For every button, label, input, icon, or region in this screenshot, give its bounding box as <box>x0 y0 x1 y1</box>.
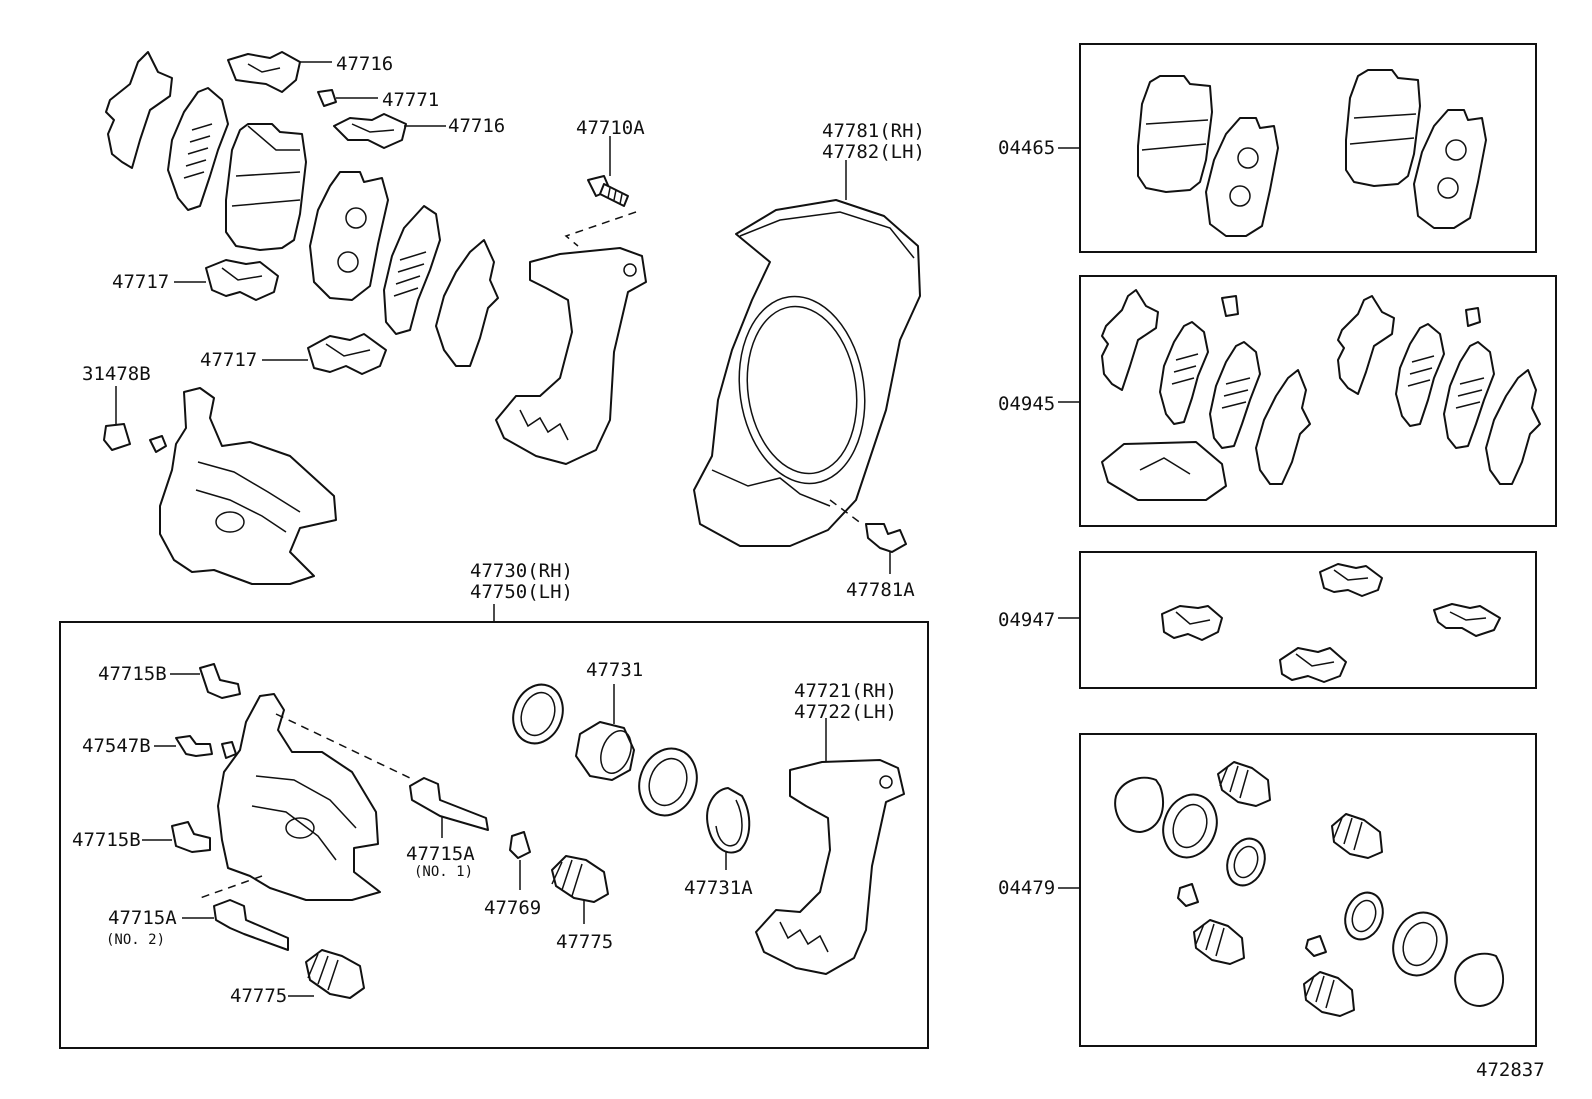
bleeder-plug-47715b-bottom <box>171 821 211 853</box>
bush-47769 <box>509 831 531 859</box>
shim-pad-inner <box>383 205 441 335</box>
label-47547b: 47547B <box>82 735 151 757</box>
label-47781-rh: 47781(RH) <box>822 120 925 142</box>
anti-squeal-shim-inner <box>435 239 499 367</box>
label-47710a: 47710A <box>576 117 645 139</box>
label-31478b: 31478B <box>82 363 151 385</box>
disc-brake-dust-cover <box>693 199 921 547</box>
label-47715b-top: 47715B <box>98 663 167 685</box>
label-47782-lh: 47782(LH) <box>822 141 925 163</box>
slide-pin-no1 <box>409 777 489 831</box>
label-04465: 04465 <box>998 137 1055 159</box>
label-47775-mid: 47775 <box>556 931 613 953</box>
label-47715a-no2: 47715A <box>108 907 177 929</box>
mounting-bolt-47710a <box>587 175 629 207</box>
pad-wear-indicator <box>317 89 337 107</box>
kit-box-04947 <box>1079 551 1537 689</box>
slide-bushing-boot-left <box>305 949 365 999</box>
cylinder-boot <box>638 747 698 817</box>
set-ring-47731a <box>706 787 751 854</box>
caliper-cylinder-assembly-upper <box>149 387 337 585</box>
label-47721-rh: 47721(RH) <box>794 680 897 702</box>
label-47730-rh: 47730(RH) <box>470 560 573 582</box>
kit-box-04479 <box>1079 733 1537 1047</box>
bleeder-plug-47715b-top <box>199 663 241 699</box>
pad-support-plate-lower-a <box>205 259 279 301</box>
anti-squeal-shim-outer <box>105 51 173 169</box>
cylinder-piston <box>575 721 635 781</box>
label-04479: 04479 <box>998 877 1055 899</box>
label-04945: 04945 <box>998 393 1055 415</box>
caliper-cylinder-assembly <box>199 693 411 901</box>
label-47722-lh: 47722(LH) <box>794 701 897 723</box>
label-47771: 47771 <box>382 89 439 111</box>
label-47781a: 47781A <box>846 579 915 601</box>
kit-04465-pads <box>1137 69 1487 237</box>
dust-cover-bolt-47781a <box>829 499 907 553</box>
caliper-torque-plate-upper <box>495 211 647 465</box>
label-04947: 04947 <box>998 609 1055 631</box>
label-47775-left: 47775 <box>230 985 287 1007</box>
label-47716-upper: 47716 <box>336 53 393 75</box>
label-47717-upper: 47717 <box>112 271 169 293</box>
label-47715a-no2-sub: (NO. 2) <box>106 932 165 948</box>
kit-04479-seals-boots <box>1114 761 1505 1017</box>
brake-pad-inner <box>309 171 389 301</box>
kit-04947-clips <box>1161 563 1501 683</box>
label-47716-lower: 47716 <box>448 115 505 137</box>
bleeder-plug-47547b <box>175 735 213 757</box>
label-47750-lh: 47750(LH) <box>470 581 573 603</box>
pad-support-plate-mid <box>333 113 407 149</box>
label-47731a: 47731A <box>684 877 753 899</box>
label-47769: 47769 <box>484 897 541 919</box>
label-47715a-no1: 47715A <box>406 843 475 865</box>
kit-box-04945 <box>1079 275 1557 527</box>
caliper-torque-plate <box>755 759 905 975</box>
label-47715a-no1-sub: (NO. 1) <box>414 864 473 880</box>
bushing-31478b <box>103 423 131 451</box>
diagram-reference-number: 472837 <box>1476 1059 1545 1081</box>
caliper-assembly-group-box <box>59 621 929 1049</box>
slide-bushing-boot-mid <box>551 855 609 903</box>
shim-pad-outer <box>167 87 229 211</box>
label-47715b-bottom: 47715B <box>72 829 141 851</box>
label-47717-lower: 47717 <box>200 349 257 371</box>
slide-pin-no2 <box>213 899 289 951</box>
pad-support-plate-lower-b <box>307 333 387 375</box>
piston-seal-47731 <box>512 683 564 745</box>
kit-04945-shims <box>1101 289 1541 501</box>
brake-pad-outer <box>225 123 307 251</box>
pad-support-plate-upper <box>227 51 301 93</box>
label-47731: 47731 <box>586 659 643 681</box>
